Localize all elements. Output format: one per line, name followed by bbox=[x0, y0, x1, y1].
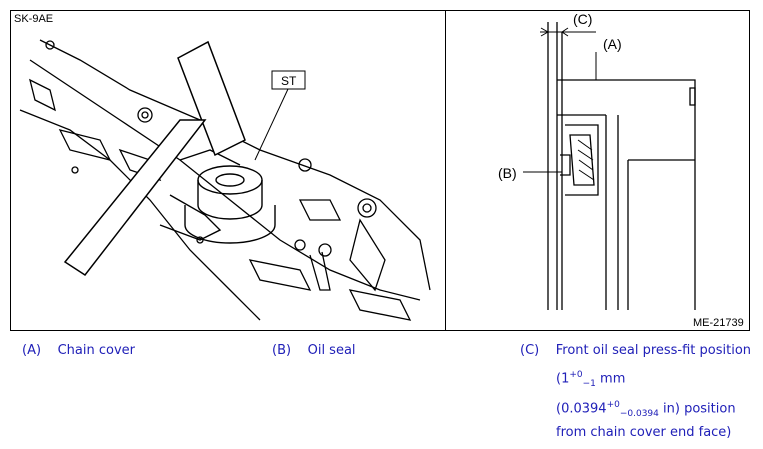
section-callouts bbox=[523, 27, 597, 173]
figure-frame bbox=[10, 10, 750, 331]
figure-divider bbox=[445, 10, 446, 331]
housing-illustration bbox=[19, 39, 431, 321]
st-label: ST bbox=[281, 74, 297, 88]
legend-a-key: (A) bbox=[22, 343, 42, 358]
legend-b-key: (B) bbox=[272, 343, 292, 358]
figure-code-bottom-right: ME-21739 bbox=[693, 317, 744, 329]
legend-c-line4: from chain cover end face) bbox=[556, 425, 732, 440]
legend-c-key: (C) bbox=[520, 343, 540, 358]
legend-c: (C) Front oil seal press-fit position bbox=[520, 343, 751, 358]
legend-c-tolerance-in: (0.0394+0−0.0394 in) position bbox=[556, 400, 736, 419]
callout-a: (A) bbox=[603, 36, 622, 52]
callout-b: (B) bbox=[498, 165, 517, 181]
figure-code-top-left: SK-9AE bbox=[14, 13, 54, 25]
hammer-illustration bbox=[63, 40, 246, 277]
oil-seal-press-illustration bbox=[159, 149, 276, 244]
legend-c-tolerance-mm: (1+0−1 mm bbox=[556, 370, 626, 389]
legend-a: (A) Chain cover bbox=[22, 343, 135, 358]
callout-c: (C) bbox=[573, 11, 592, 27]
section-illustration bbox=[547, 22, 696, 310]
legend-b: (B) Oil seal bbox=[272, 343, 356, 358]
legend-a-label: Chain cover bbox=[57, 343, 135, 358]
legend-c-label: Front oil seal press-fit position bbox=[555, 343, 752, 358]
legend-b-label: Oil seal bbox=[307, 343, 356, 358]
seal-hatching bbox=[577, 139, 595, 181]
st-callout bbox=[254, 70, 306, 161]
